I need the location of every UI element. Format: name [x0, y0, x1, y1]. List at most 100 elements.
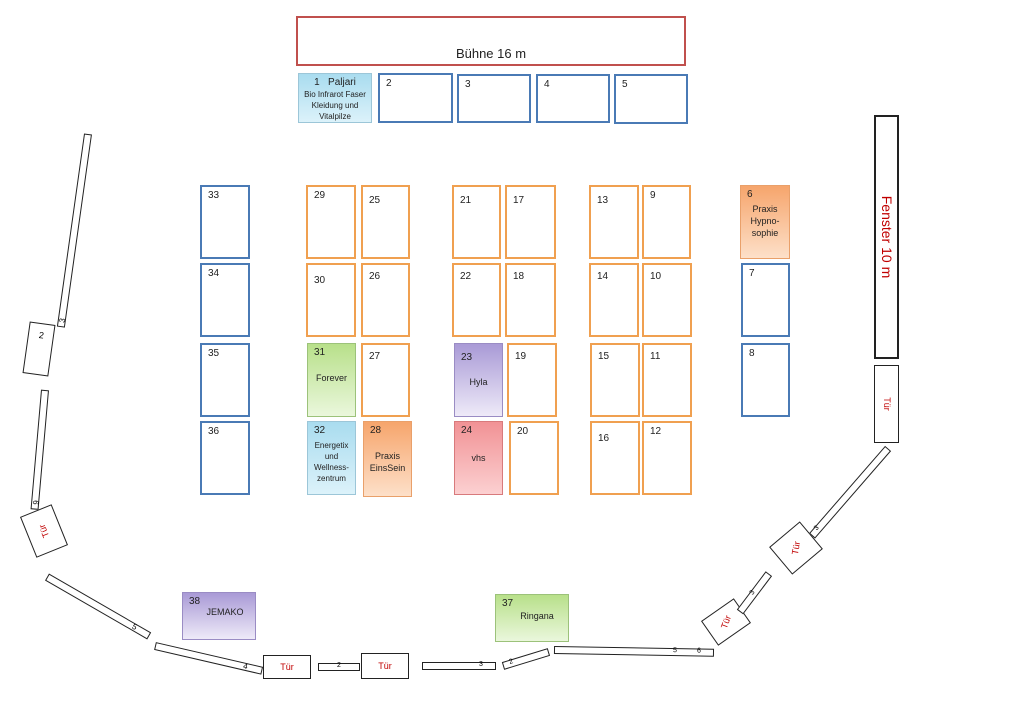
stand-number: 38 — [189, 596, 201, 607]
stand-number: 25 — [369, 195, 381, 206]
stand-number: 34 — [208, 268, 220, 279]
door[interactable]: Tür — [263, 655, 311, 679]
wall-mark: 2 — [337, 662, 341, 669]
stand-label: Forever — [315, 373, 347, 383]
stand-5[interactable]: 5 — [614, 74, 688, 124]
stand-number: 22 — [460, 271, 472, 282]
stand-number: 1 — [314, 77, 320, 88]
stand-31[interactable]: 31 Forever — [307, 343, 356, 417]
stand-number: 19 — [515, 351, 527, 362]
stand-number: 20 — [517, 426, 529, 437]
stand-11[interactable]: 11 — [642, 343, 692, 417]
stand-number: 33 — [208, 190, 220, 201]
wall-segment: 6 — [30, 389, 49, 510]
stand-label: Energetix und Wellness-zentrum — [314, 441, 349, 483]
door[interactable]: Tür — [361, 653, 409, 679]
stand-27[interactable]: 27 — [361, 343, 410, 417]
stand-number: 9 — [650, 190, 656, 201]
stand-1[interactable]: 1 Paljari Bio Infrarot Faser Kleidung un… — [298, 73, 372, 123]
stand-18[interactable]: 18 — [505, 263, 556, 337]
stand-number: 23 — [461, 352, 473, 363]
stand-35[interactable]: 35 — [200, 343, 250, 417]
stand-number: 17 — [513, 195, 525, 206]
stand-number: 13 — [597, 195, 609, 206]
stand-number: 4 — [544, 79, 550, 90]
stand-number: 28 — [370, 425, 382, 436]
wall-mark: 2 — [38, 329, 45, 341]
stand-4[interactable]: 4 — [536, 74, 610, 123]
stand-25[interactable]: 25 — [361, 185, 410, 259]
stand-21[interactable]: 21 — [452, 185, 501, 259]
door[interactable]: Tür — [19, 504, 69, 558]
stand-36[interactable]: 36 — [200, 421, 250, 495]
stand-number: 6 — [747, 189, 753, 200]
stand-38[interactable]: 38 JEMAKO — [182, 592, 256, 640]
stage: Bühne 16 m — [296, 16, 686, 66]
stand-33[interactable]: 33 — [200, 185, 250, 259]
stand-number: 26 — [369, 271, 381, 282]
stand-8[interactable]: 8 — [741, 343, 790, 417]
stand-13[interactable]: 13 — [589, 185, 639, 259]
stand-37[interactable]: 37 Ringana — [495, 594, 569, 642]
wall-mark: 6 — [30, 499, 41, 505]
stand-34[interactable]: 34 — [200, 263, 250, 337]
stand-number: 8 — [749, 348, 755, 359]
window-label: Fenster 10 m — [878, 195, 895, 279]
stand-sublabel: Bio Infrarot Faser Kleidung und Vitalpil… — [304, 90, 366, 121]
stand-17[interactable]: 17 — [505, 185, 556, 259]
stage-label: Bühne 16 m — [455, 46, 527, 61]
wall-mark: 3 — [479, 661, 483, 668]
stand-label: JEMAKO — [206, 607, 244, 617]
door-label: Tür — [718, 613, 734, 631]
stand-number: 37 — [502, 598, 514, 609]
stand-number: 5 — [622, 79, 628, 90]
stand-9[interactable]: 9 — [642, 185, 691, 259]
stand-30[interactable]: 30 — [306, 263, 356, 337]
door-label: Tür — [280, 662, 294, 672]
stand-label: Praxis EinsSein — [369, 451, 406, 473]
stand-23[interactable]: 23 Hyla — [454, 343, 503, 417]
door-label: Tür — [378, 661, 392, 671]
stand-15[interactable]: 15 — [590, 343, 640, 417]
wall-segment: 4 — [154, 642, 264, 675]
wall-mark: 3 — [748, 589, 757, 597]
stand-number: 7 — [749, 268, 755, 279]
wall-segment: 3 — [736, 571, 773, 615]
stand-12[interactable]: 12 — [642, 421, 692, 495]
stand-10[interactable]: 10 — [642, 263, 692, 337]
stand-26[interactable]: 26 — [361, 263, 410, 337]
wall-mark: 5 — [130, 621, 139, 632]
stand-number: 24 — [461, 425, 473, 436]
stand-19[interactable]: 19 — [507, 343, 557, 417]
stand-28[interactable]: 28 Praxis EinsSein — [363, 421, 412, 497]
stand-16[interactable]: 16 — [590, 421, 640, 495]
stand-32[interactable]: 32 Energetix und Wellness-zentrum — [307, 421, 356, 495]
stand-3[interactable]: 3 — [457, 74, 531, 123]
stand-7[interactable]: 7 — [741, 263, 790, 337]
window-wall: Fenster 10 m — [874, 115, 899, 359]
stand-14[interactable]: 14 — [589, 263, 639, 337]
stand-number: 18 — [513, 271, 525, 282]
wall-mark: 3 — [57, 317, 68, 323]
stand-number: 3 — [465, 79, 471, 90]
wall-mark: 3 — [812, 524, 821, 533]
stand-number: 29 — [314, 190, 326, 201]
stand-2[interactable]: 2 — [378, 73, 453, 123]
stand-6[interactable]: 6 Praxis Hypno-sophie — [740, 185, 790, 259]
stand-number: 21 — [460, 195, 472, 206]
stand-number: 35 — [208, 348, 220, 359]
wall-segment: 3 — [422, 661, 496, 670]
stand-number: 11 — [650, 351, 661, 362]
stand-24[interactable]: 24 vhs — [454, 421, 503, 495]
stand-number: 10 — [650, 271, 662, 282]
door-label: Tür — [789, 540, 803, 556]
stand-20[interactable]: 20 — [509, 421, 559, 495]
stand-number: 32 — [314, 425, 326, 436]
stand-number: 15 — [598, 351, 610, 362]
stand-29[interactable]: 29 — [306, 185, 356, 259]
stand-number: 12 — [650, 426, 662, 437]
door[interactable]: Tür — [874, 365, 899, 443]
wall-segment: 2 — [318, 662, 360, 671]
stand-label: vhs — [471, 453, 486, 463]
stand-22[interactable]: 22 — [452, 263, 501, 337]
